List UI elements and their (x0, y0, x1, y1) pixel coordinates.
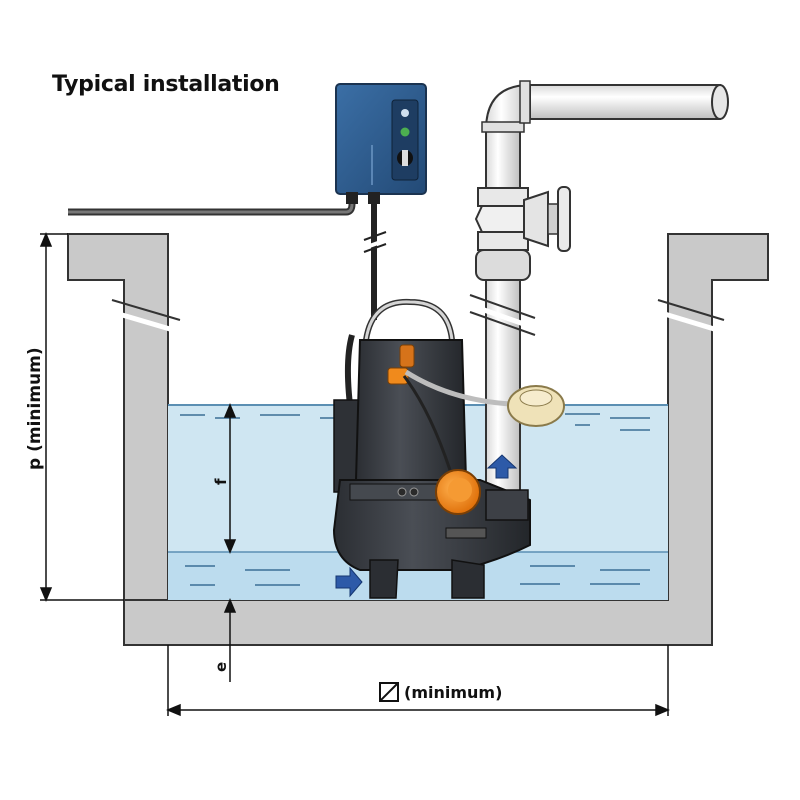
pump-cable (344, 204, 387, 406)
diameter-dimension-label: (minimum) (404, 683, 502, 702)
dimension-lines (39, 232, 670, 717)
diagram-title: Typical installation (52, 72, 280, 97)
f-dimension-label: f (212, 478, 230, 485)
control-panel-icon (335, 83, 427, 204)
float-switch-icon (402, 369, 565, 515)
valve-icon (474, 186, 571, 281)
diameter-symbol-icon (379, 682, 399, 702)
e-dimension-label: e (212, 662, 230, 672)
power-cable (68, 203, 356, 216)
p-dimension-label: p (minimum) (25, 347, 45, 470)
pit-wall-left (67, 233, 169, 601)
submersible-pump (332, 298, 531, 599)
flow-arrow-icon (335, 454, 518, 598)
